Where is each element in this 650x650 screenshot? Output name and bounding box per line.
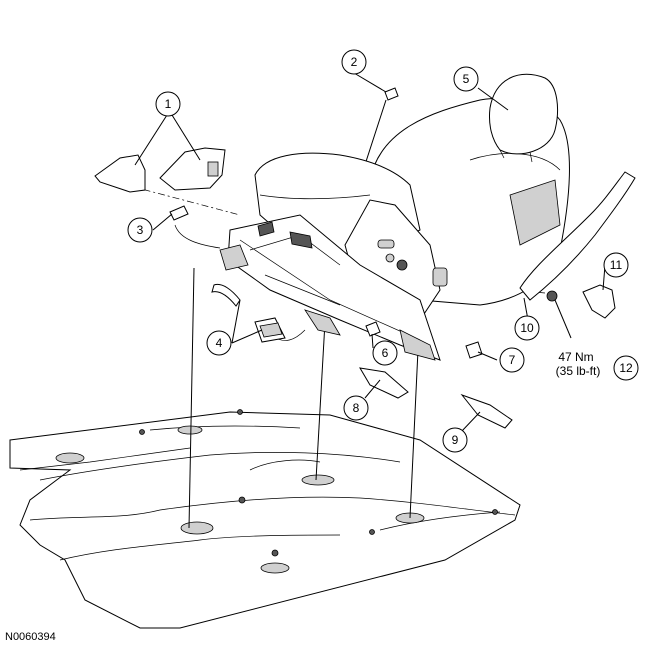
seat-assembly <box>219 73 636 361</box>
svg-text:8: 8 <box>353 401 360 415</box>
svg-text:1: 1 <box>165 97 172 111</box>
callout-3: 3 <box>127 217 153 243</box>
svg-text:11: 11 <box>610 258 623 272</box>
bracket-9 <box>460 393 513 429</box>
callout-9: 9 <box>442 427 468 453</box>
bolt-6 <box>365 321 381 337</box>
callout-7: 7 <box>499 347 525 373</box>
svg-text:4: 4 <box>216 336 223 350</box>
callout-4: 4 <box>206 330 232 356</box>
bolt-10-nut <box>546 290 558 302</box>
svg-text:3: 3 <box>137 223 144 237</box>
callout-2: 2 <box>341 49 367 75</box>
cover-11 <box>582 284 616 319</box>
svg-text:6: 6 <box>382 346 389 360</box>
callout-12: 12 <box>613 355 639 381</box>
svg-text:7: 7 <box>509 353 516 367</box>
callout-1: 1 <box>155 91 181 117</box>
figure-id: N0060394 <box>5 631 56 643</box>
torque-imperial: (35 lb-ft) <box>556 364 601 378</box>
bolt-7 <box>465 341 483 359</box>
torque-metric: 47 Nm <box>558 350 593 364</box>
bolt-2 <box>384 87 399 101</box>
track-covers <box>94 147 226 193</box>
svg-text:5: 5 <box>463 72 470 86</box>
callout-8: 8 <box>343 395 369 421</box>
torque-spec: 47 Nm (35 lb-ft) <box>556 350 601 378</box>
bolt-3 <box>169 205 189 221</box>
callout-11: 11 <box>603 252 629 278</box>
svg-text:12: 12 <box>619 361 633 375</box>
bracket-8 <box>359 367 409 399</box>
callout-10: 10 <box>514 315 540 341</box>
svg-text:9: 9 <box>452 433 459 447</box>
floor-pan <box>9 409 521 629</box>
wiring-connectors-4 <box>211 283 286 343</box>
callout-5: 5 <box>453 66 479 92</box>
svg-text:2: 2 <box>351 55 358 69</box>
svg-text:10: 10 <box>520 321 534 335</box>
callout-6: 6 <box>372 340 398 366</box>
